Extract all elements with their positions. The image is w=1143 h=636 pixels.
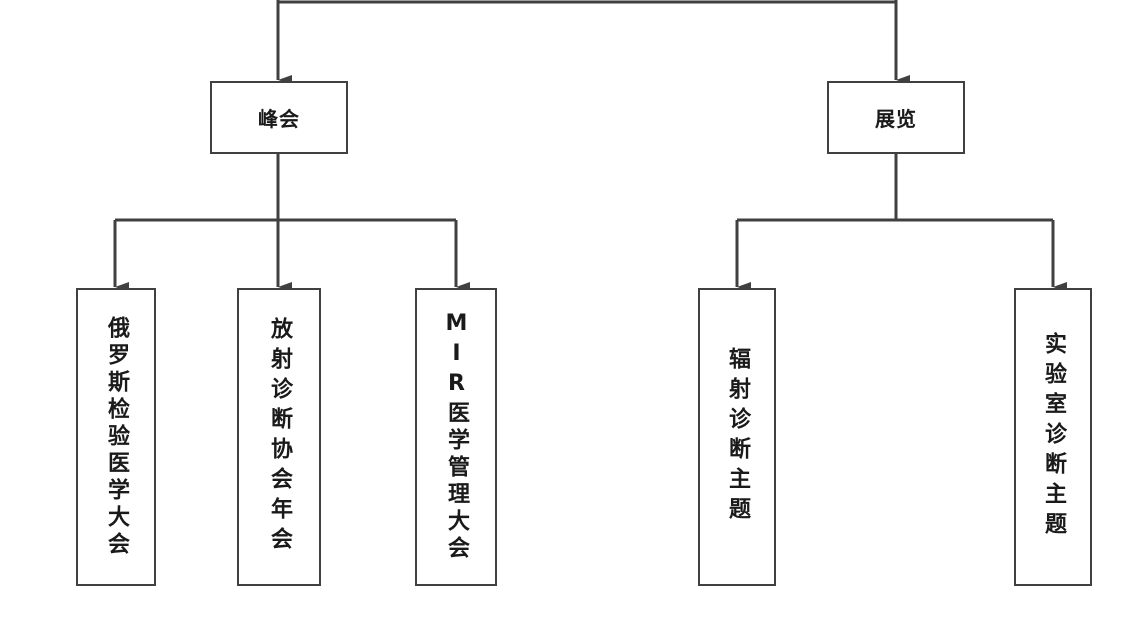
radiology-association-meeting-node: 放射诊断协会年会: [237, 288, 321, 586]
summit-label: 峰会: [258, 107, 300, 131]
mir-medical-management-congress-node: MIR医学管理大会: [415, 288, 497, 586]
mir-medical-management-congress-label: MIR医学管理大会: [444, 311, 469, 563]
radiation-diagnosis-theme-node: 辐射诊断主题: [698, 288, 776, 586]
laboratory-diagnosis-theme-label: 实验室诊断主题: [1041, 332, 1066, 542]
russian-lab-medicine-congress-node: 俄罗斯检验医学大会: [76, 288, 156, 586]
radiation-diagnosis-theme-label: 辐射诊断主题: [725, 347, 750, 527]
connector-top-bus: [276, 0, 898, 4]
exhibition-node: 展览: [827, 81, 965, 154]
summit-node: 峰会: [210, 81, 348, 154]
radiology-association-meeting-label: 放射诊断协会年会: [267, 317, 292, 557]
russian-lab-medicine-congress-label: 俄罗斯检验医学大会: [104, 315, 129, 559]
exhibition-label: 展览: [875, 107, 917, 131]
laboratory-diagnosis-theme-node: 实验室诊断主题: [1014, 288, 1092, 586]
